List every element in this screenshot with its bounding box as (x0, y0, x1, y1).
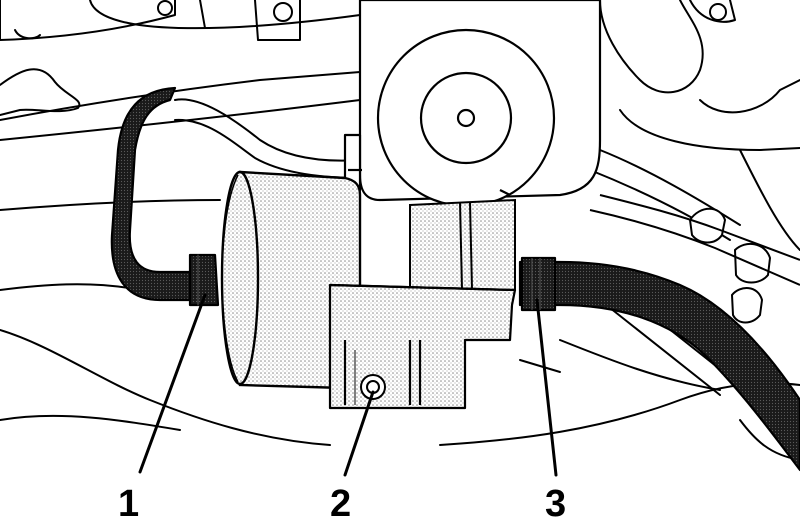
filter-clamp-bracket (328, 283, 517, 410)
leader-2 (343, 390, 375, 477)
pump-mount-block (343, 0, 602, 208)
callout-leaders (138, 293, 558, 477)
callout-2: 2 (330, 483, 351, 525)
leader-3 (535, 298, 558, 477)
mount-bracket (409, 198, 516, 294)
callout-3: 3 (545, 483, 566, 525)
pipe-clips (589, 194, 800, 324)
outlet-fuel-hose (518, 256, 800, 472)
inlet-fuel-hose (110, 86, 220, 307)
leader-1 (138, 293, 207, 474)
callout-1: 1 (118, 483, 139, 525)
